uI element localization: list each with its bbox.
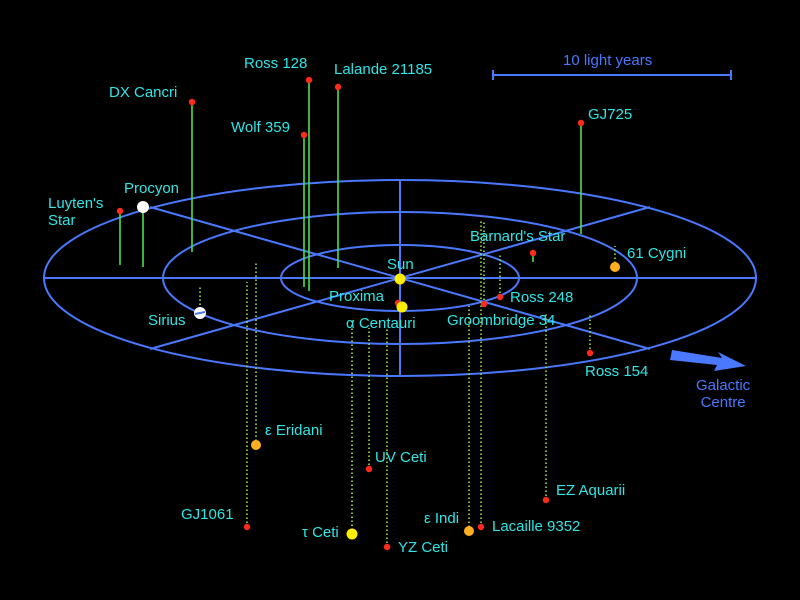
star-7-label: Barnard's Star	[470, 228, 566, 245]
galactic-centre-arrow-shape	[670, 350, 746, 371]
star-12-label: Ross 248	[510, 289, 574, 306]
star-4-label: GJ725	[588, 106, 633, 123]
star-8-marker	[610, 262, 620, 272]
star-0-label: Ross 128	[244, 55, 308, 72]
star-14-band	[194, 311, 206, 315]
star-stems	[119, 80, 616, 547]
star-16-label: ε Eridani	[265, 422, 323, 439]
star-0-marker	[305, 76, 313, 84]
star-11-label: α Centauri	[346, 315, 416, 332]
star-9-label: Sun	[387, 256, 414, 273]
galactic-centre-arrow-icon	[670, 350, 746, 371]
star-3-marker	[300, 131, 308, 139]
star-16-marker	[251, 440, 261, 450]
star-20-marker	[464, 526, 474, 536]
star-19-label: GJ1061	[181, 506, 234, 523]
star-1-marker	[334, 83, 342, 91]
star-2-marker	[188, 98, 196, 106]
star-5-marker	[116, 207, 124, 215]
star-18-label: EZ Aquarii	[556, 482, 626, 499]
star-1-label: Lalande 21185	[334, 61, 433, 78]
star-6-marker	[137, 201, 149, 213]
star-5-label: Luyten's Star	[48, 195, 104, 229]
star-6-label: Procyon	[124, 180, 180, 197]
star-17-marker	[365, 465, 373, 473]
star-13-marker	[480, 300, 488, 308]
star-15-marker	[586, 349, 594, 357]
star-3-label: Wolf 359	[231, 119, 290, 136]
star-11-marker	[396, 301, 408, 313]
star-7-marker	[529, 249, 537, 257]
star-12-marker	[496, 293, 504, 301]
star-markers	[116, 76, 620, 551]
star-17-label: UV Ceti	[375, 449, 427, 466]
star-23-label: YZ Ceti	[398, 539, 449, 556]
star-19-marker	[243, 523, 251, 531]
star-22-label: τ Ceti	[302, 524, 339, 541]
star-4-marker	[577, 119, 585, 127]
galactic-centre-label: Galactic Centre	[696, 377, 751, 411]
star-15-label: Ross 154	[585, 363, 649, 380]
star-20-label: ε Indi	[424, 510, 460, 527]
star-21-marker	[477, 523, 485, 531]
star-14-label: Sirius	[148, 312, 186, 329]
star-2-label: DX Cancri	[109, 84, 178, 101]
star-10-label: Proxima	[329, 288, 385, 305]
star-13-label: Groombridge 34	[447, 312, 556, 329]
star-23-marker	[383, 543, 391, 551]
scale-bar	[492, 70, 732, 80]
star-21-label: Lacaille 9352	[492, 518, 581, 535]
star-9-marker	[394, 273, 406, 285]
star-8-label: 61 Cygni	[627, 245, 687, 262]
star-18-marker	[542, 496, 550, 504]
star-22-marker	[346, 528, 358, 540]
scale-label: 10 light years	[563, 52, 653, 69]
